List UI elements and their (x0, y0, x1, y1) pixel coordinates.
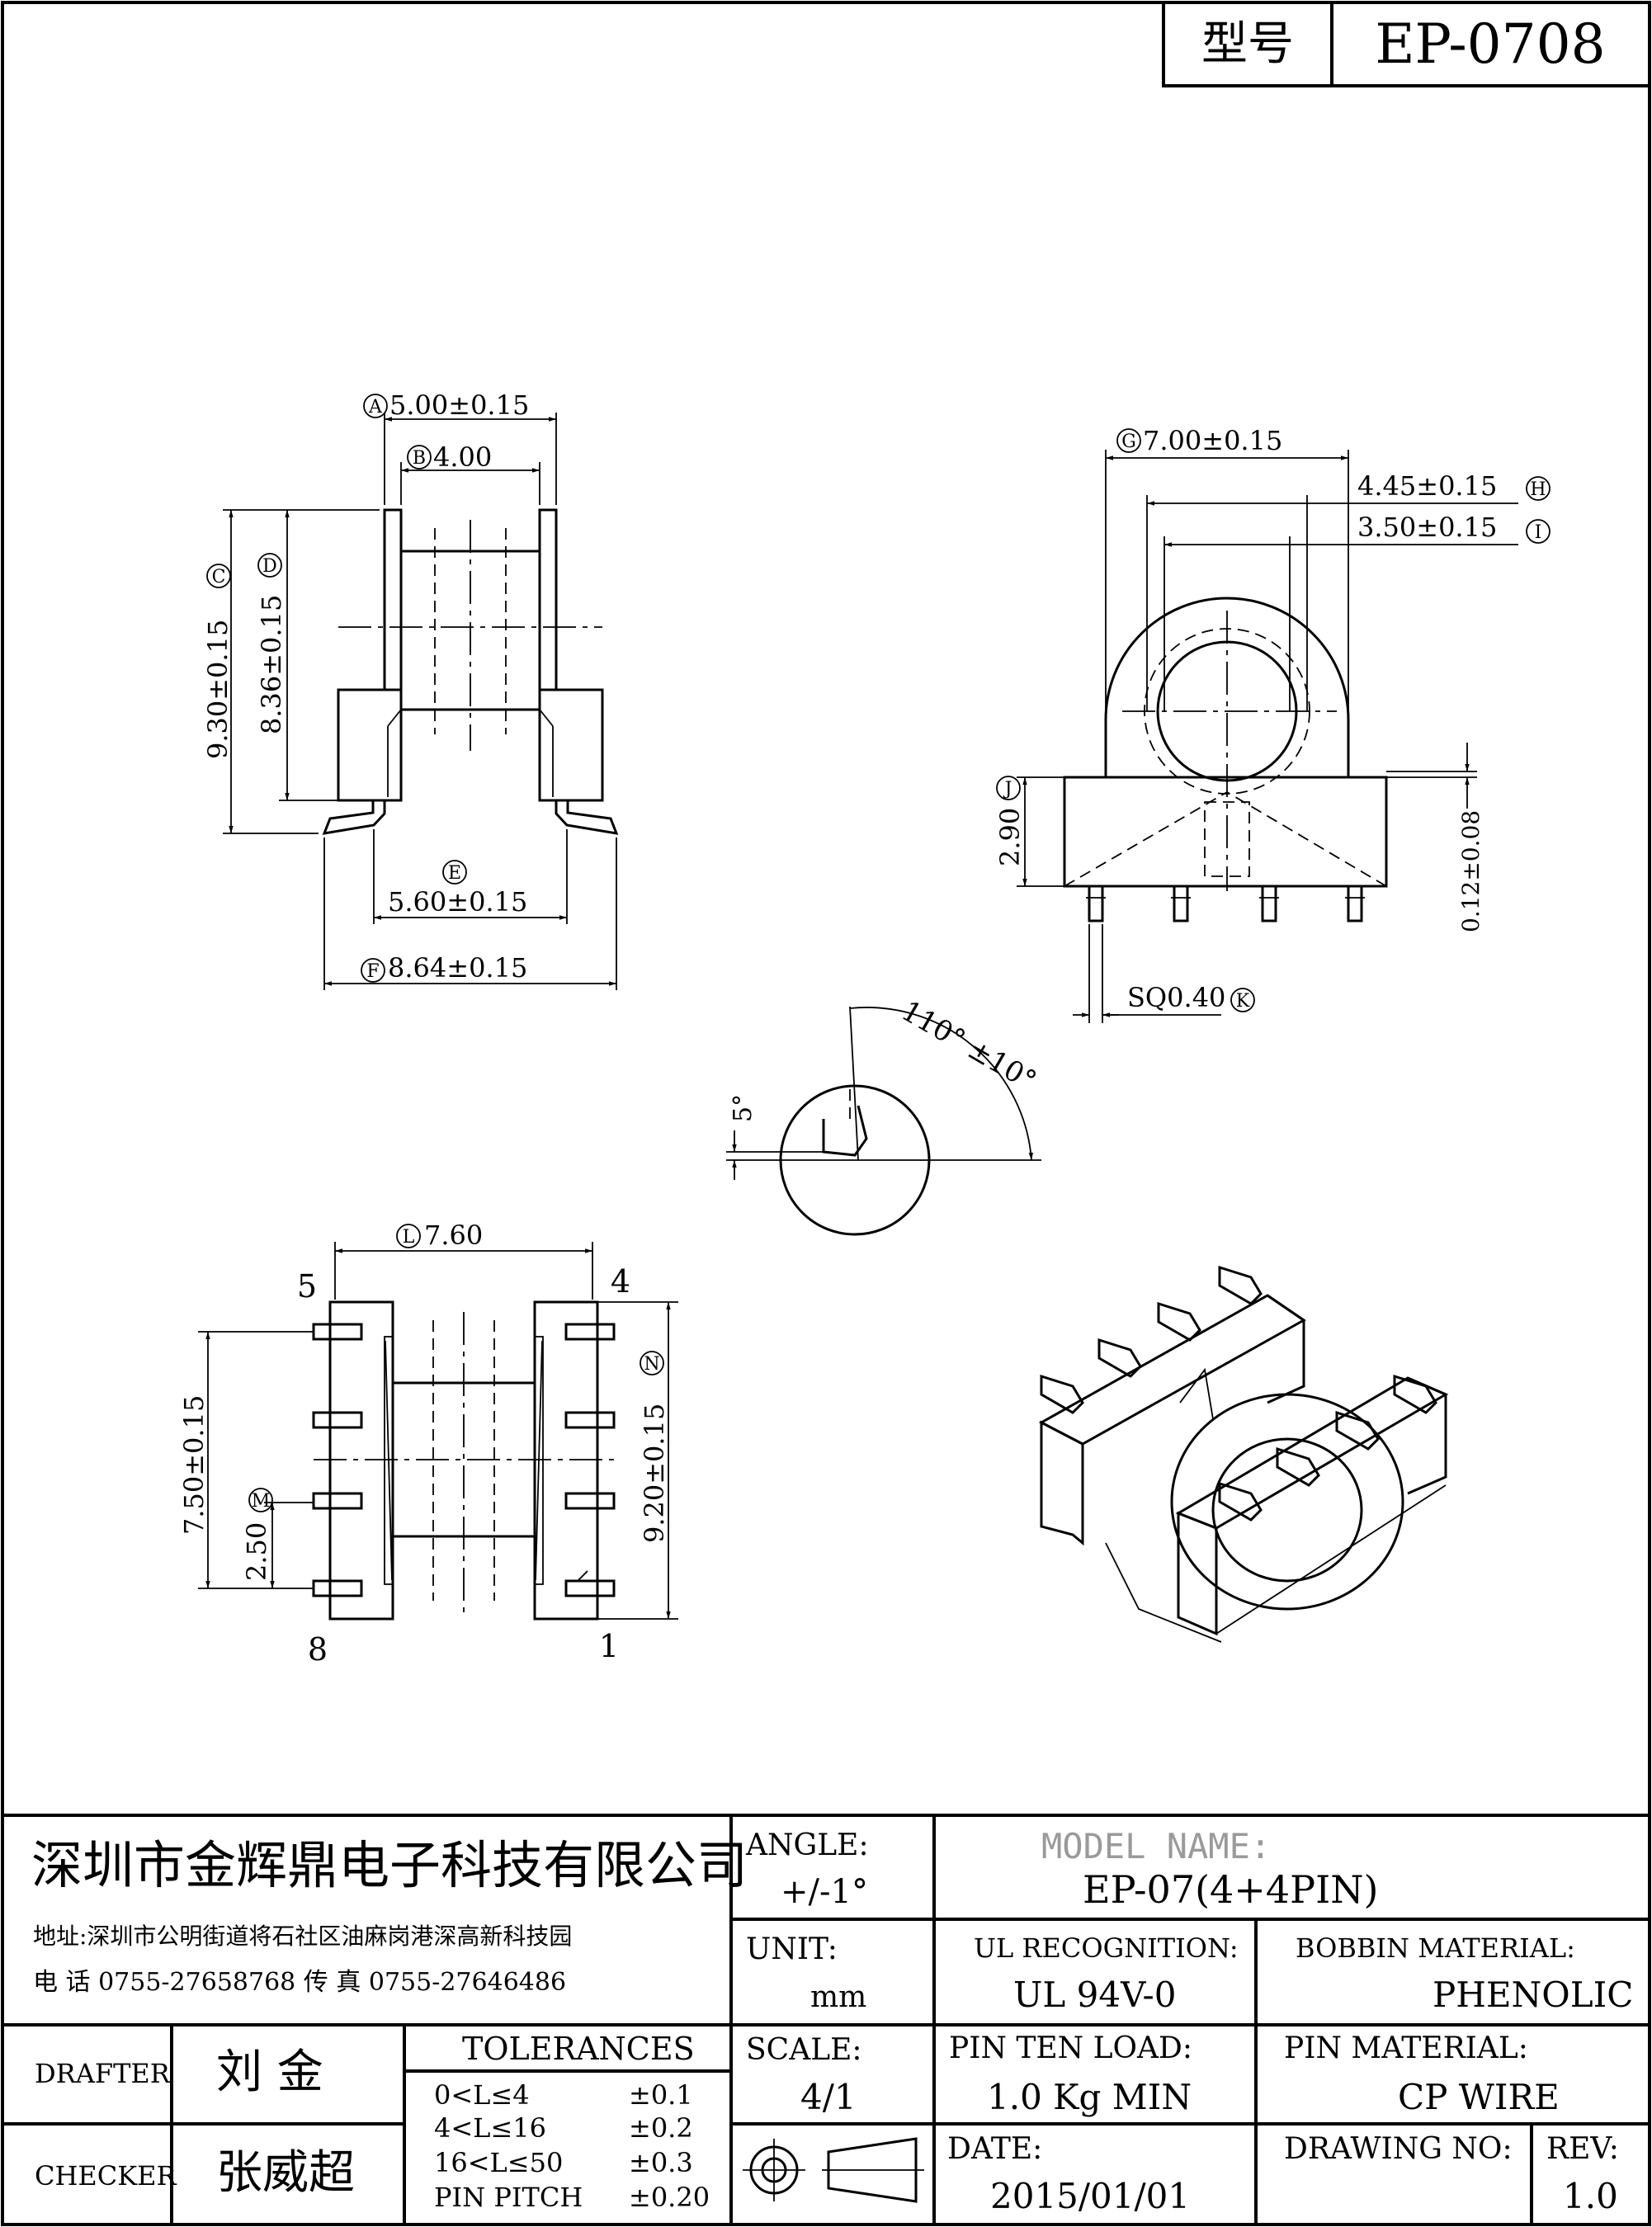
dim-7-50: 7.50±0.15 (178, 1395, 210, 1535)
dim-E: 5.60±0.15 (388, 886, 527, 918)
dim-B: 4.00 (433, 441, 492, 473)
model-header-label: 型号 (1201, 17, 1294, 71)
pin-angle-detail: 110° ±10° 5° (726, 994, 1042, 1236)
date-label: DATE: (947, 2132, 1042, 2166)
tolerance-range-4: PIN PITCH (434, 2182, 583, 2213)
angle-label: ANGLE: (745, 1828, 869, 1862)
dim-M: 2.50 (241, 1522, 272, 1581)
pin-material-label: PIN MATERIAL: (1284, 2031, 1528, 2065)
dim-I: 3.50±0.15 (1357, 512, 1497, 543)
dim-marker-E-letter: E (448, 863, 461, 884)
date-value: 2015/01/01 (990, 2176, 1190, 2216)
dim-marker-B-letter: B (413, 448, 426, 469)
dim-marker-H-letter: H (1530, 479, 1546, 500)
company-address: 地址:深圳市公明街道将石社区油麻岗港深高新科技园 (33, 1923, 572, 1950)
dim-J-tolerance: 0.12±0.08 (1457, 810, 1484, 932)
bobbin-material-label: BOBBIN MATERIAL: (1296, 1932, 1575, 1964)
company-phone: 电 话 0755-27658768 传 真 0755-27646486 (33, 1968, 566, 1997)
bobbin-material-value: PHENOLIC (1433, 1975, 1633, 2015)
pin-ten-load-label: PIN TEN LOAD: (949, 2031, 1192, 2065)
dim-G: 7.00±0.15 (1143, 425, 1282, 456)
side-view: G 7.00±0.15 4.45±0.15 H 3.50±0.15 I J 2.… (994, 425, 1551, 1023)
dim-marker-L-letter: L (403, 1227, 415, 1248)
pin-5-label: 5 (297, 1268, 317, 1305)
tolerance-range-2: 4<L≤16 (434, 2112, 546, 2144)
pin-8-label: 8 (308, 1631, 328, 1668)
dim-angle: 110° ±10° (896, 994, 1042, 1097)
ul-recognition-value: UL 94V-0 (1013, 1975, 1176, 2015)
dim-K: SQ0.40 (1127, 982, 1225, 1013)
model-name-value: EP-07(4+4PIN) (1083, 1867, 1378, 1912)
dim-N: 9.20±0.15 (639, 1404, 670, 1543)
dim-F: 8.64±0.15 (388, 952, 527, 984)
dim-marker-C-letter: C (212, 567, 226, 587)
tolerance-value-4: ±0.20 (629, 2182, 710, 2213)
dim-marker-A (363, 394, 388, 418)
checker-value: 张威超 (216, 2146, 355, 2200)
pin-4-label: 4 (611, 1263, 630, 1300)
title-block: 深圳市金辉鼎电子科技有限公司 地址:深圳市公明街道将石社区油麻岗港深高新科技园 … (2, 1814, 1650, 2225)
rev-value: 1.0 (1563, 2176, 1618, 2216)
scale-label: SCALE: (746, 2033, 862, 2067)
dim-marker-A-letter: A (368, 397, 383, 418)
drafter-label: DRAFTER (35, 2058, 171, 2089)
dim-angle-small: 5° (729, 1094, 758, 1122)
unit-label: UNIT: (746, 1932, 838, 1966)
dim-J: 2.90 (994, 808, 1026, 866)
dim-marker-G-letter: G (1121, 432, 1136, 452)
pin-ten-load-value: 1.0 Kg MIN (987, 2077, 1192, 2117)
projection-symbol-icon (743, 2137, 924, 2203)
dim-marker-M-letter: M (252, 1491, 271, 1512)
drawing-no-label: DRAWING NO: (1284, 2132, 1513, 2166)
dim-D: 8.36±0.15 (256, 595, 287, 734)
tolerance-value-1: ±0.1 (629, 2079, 693, 2111)
dim-marker-D-letter: D (262, 556, 277, 577)
dim-A: 5.00±0.15 (389, 389, 529, 421)
dim-marker-J-letter: J (1003, 779, 1012, 800)
model-header-box: 型号 EP-0708 (1162, 1, 1651, 87)
ul-recognition-label: UL RECOGNITION: (974, 1932, 1239, 1964)
rev-label: REV: (1546, 2132, 1619, 2166)
tolerance-range-1: 0<L≤4 (434, 2079, 530, 2111)
angle-value: +/-1° (781, 1873, 868, 1911)
dim-H: 4.45±0.15 (1357, 470, 1497, 502)
tolerance-value-2: ±0.2 (629, 2112, 693, 2144)
pin-material-value: CP WIRE (1398, 2077, 1560, 2117)
dim-marker-I-letter: I (1535, 522, 1542, 543)
dim-marker-F-letter: F (366, 961, 379, 982)
dim-marker-N-letter: N (644, 1354, 659, 1375)
model-name-label: MODEL NAME: (1041, 1826, 1271, 1866)
bottom-view-pins (312, 1323, 616, 1597)
side-view-pins (1086, 885, 1365, 922)
dim-L: 7.60 (424, 1220, 483, 1251)
dim-C: 9.30±0.15 (202, 620, 234, 759)
bottom-view: 5 4 8 1 L 7.60 7.50±0.15 M 2.50 N 9.20±0… (178, 1220, 678, 1668)
model-header-value: EP-0708 (1375, 12, 1605, 76)
unit-value: mm (810, 1980, 866, 2014)
drafter-value: 刘 金 (216, 2045, 323, 2099)
company-name: 深圳市金辉鼎电子科技有限公司 (31, 1835, 748, 1895)
checker-label: CHECKER (35, 2160, 177, 2192)
tolerance-value-3: ±0.3 (629, 2147, 693, 2178)
isometric-view (1038, 1265, 1449, 1643)
pin-1-label: 1 (599, 1628, 619, 1664)
front-view: A 5.00±0.15 B 4.00 C 9.30±0.15 D 8.36±0.… (202, 389, 619, 990)
tolerance-range-3: 16<L≤50 (434, 2147, 563, 2178)
tolerances-label: TOLERANCES (462, 2031, 695, 2067)
dim-marker-K-letter: K (1236, 991, 1250, 1012)
scale-value: 4/1 (800, 2077, 857, 2117)
